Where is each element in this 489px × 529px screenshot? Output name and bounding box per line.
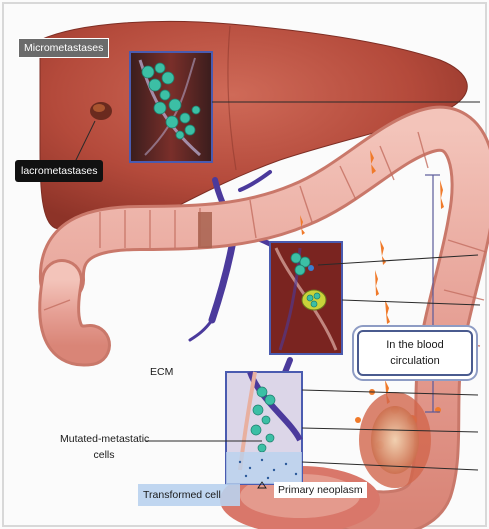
blood-circulation-callout: In the blood circulation bbox=[357, 330, 473, 376]
mutated-cells-line1: Mutated-metastatic bbox=[60, 431, 148, 447]
mutated-cells-line2: cells bbox=[60, 447, 148, 463]
macrometastases-label: lacrometastases bbox=[15, 160, 103, 182]
mutated-cells-label: Mutated-metastatic cells bbox=[60, 431, 148, 463]
blood-circulation-line1: In the blood bbox=[363, 337, 467, 353]
micrometastases-inset bbox=[130, 52, 212, 162]
ecm-label: ECM bbox=[150, 366, 173, 378]
primary-neoplasm-label: Primary neoplasm bbox=[274, 482, 367, 498]
blood-vessel-inset bbox=[270, 242, 342, 354]
blood-circulation-line2: circulation bbox=[363, 353, 467, 369]
primary-neoplasm-inset bbox=[226, 372, 302, 488]
transformed-cell-label: Transformed cell bbox=[143, 489, 221, 501]
micrometastases-label: Micrometastases bbox=[18, 38, 109, 58]
